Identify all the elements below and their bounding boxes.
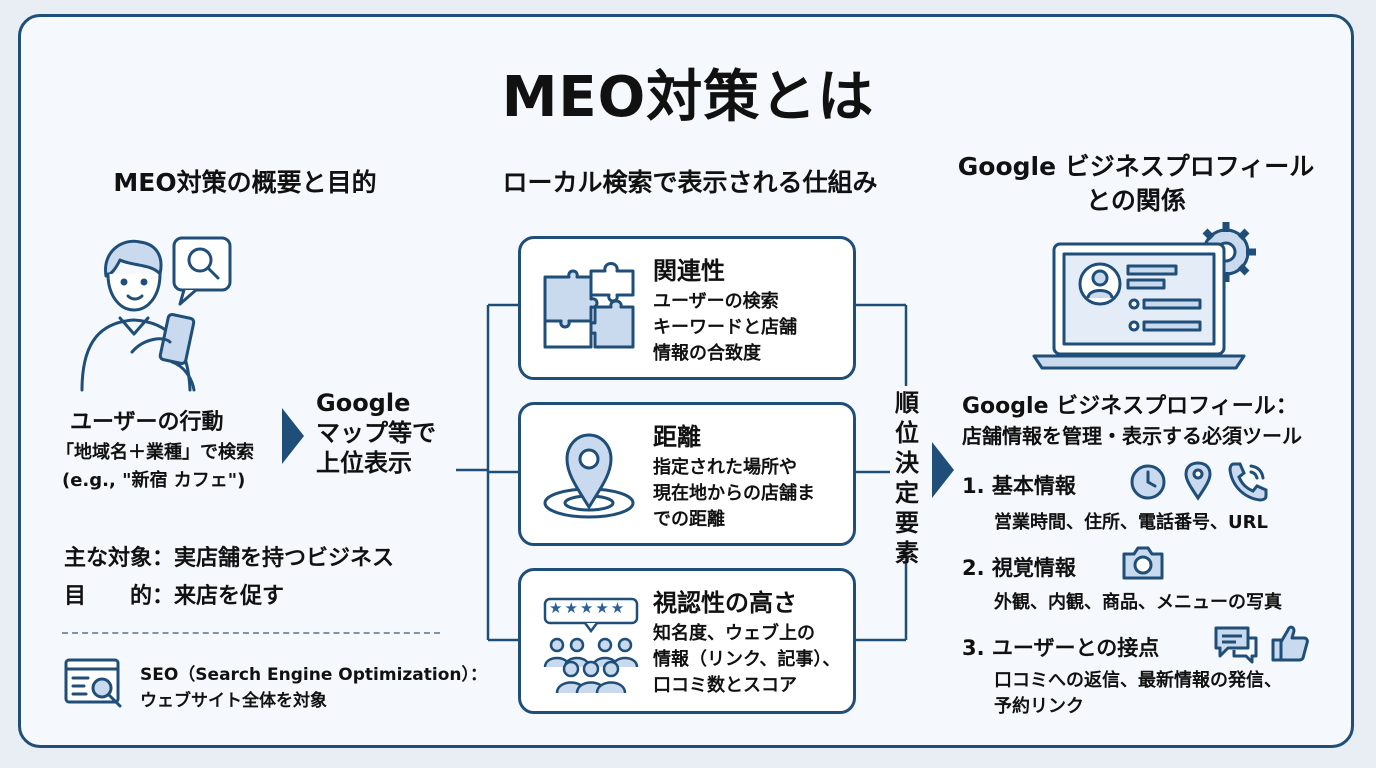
- card-desc-line: ユーザーの検索: [653, 291, 779, 312]
- laptop-profile-icon: [1032, 222, 1256, 370]
- card-desc-line: 現在地からの店舗ま: [653, 483, 815, 504]
- card-desc-line: 情報（リンク、記事）、: [653, 649, 841, 670]
- purpose-row: 目 的：来店を促す: [64, 578, 284, 610]
- left-heading: MEO対策の概要と目的: [113, 168, 377, 197]
- section-engagement-label: 3. ユーザーとの接点: [962, 636, 1160, 660]
- user-action-line2: (e.g., "新宿 カフェ"): [62, 470, 246, 491]
- card-title: 距離: [653, 423, 701, 451]
- card-title: 関連性: [653, 257, 725, 285]
- clock-icon: [1130, 464, 1166, 500]
- card-desc-line: での距離: [653, 509, 725, 530]
- factor-card-relevance: 関連性 ユーザーの検索 キーワードと店舗 情報の合致度: [518, 236, 856, 380]
- arrow-right-icon: [282, 408, 304, 464]
- result-line: マップ等で: [316, 419, 436, 447]
- middle-heading: ローカル検索で表示される仕組み: [502, 168, 878, 197]
- result-line: 上位表示: [316, 449, 412, 477]
- page-title: MEO対策とは: [501, 65, 875, 130]
- thumbs-up-icon: [1271, 625, 1309, 662]
- purpose-value: ：来店を促す: [152, 584, 285, 609]
- camera-icon: [1122, 546, 1164, 580]
- phone-icon: [1228, 462, 1268, 502]
- section-visual-desc: 外観、内観、商品、メニューの写真: [994, 592, 1282, 613]
- map-pin-icon: [543, 433, 635, 519]
- card-desc-line: 知名度、ウェブ上の: [653, 623, 815, 644]
- seo-line2: ウェブサイト全体を対象: [140, 691, 327, 711]
- section-engagement-desc-line: 口コミへの返信、最新情報の発信、: [994, 670, 1282, 691]
- card-desc: 指定された場所や 現在地からの店舗ま での距離: [653, 455, 853, 533]
- right-heading-line: Google ビジネスプロフィール: [957, 152, 1315, 181]
- right-heading-line: との関係: [1086, 186, 1186, 215]
- purpose-label: 目 的: [64, 584, 153, 609]
- user-action-line1: 「地域名＋業種」で検索: [56, 442, 254, 463]
- section-engagement-desc: 口コミへの返信、最新情報の発信、 予約リンク: [994, 668, 1282, 720]
- card-desc-line: 情報の合致度: [653, 343, 761, 364]
- location-pin-icon: [1184, 461, 1212, 501]
- section-basic-label: 1. 基本情報: [962, 474, 1076, 498]
- section-engagement-desc-line: 予約リンク: [994, 696, 1084, 717]
- website-search-icon: [64, 658, 122, 708]
- crowd-rating-icon: [543, 597, 639, 694]
- factor-card-prominence: ★★★★★ 視認性の高さ 知名度、ウェブ上の 情報（リンク、記事）、 口コミ数と…: [518, 568, 856, 714]
- card-title: 視認性の高さ: [653, 589, 797, 617]
- puzzle-icon: [543, 262, 635, 349]
- card-desc-line: 指定された場所や: [653, 457, 797, 478]
- gbp-line1: Google ビジネスプロフィール：: [962, 394, 1298, 419]
- card-desc: ユーザーの検索 キーワードと店舗 情報の合致度: [653, 289, 853, 367]
- factor-card-distance: 距離 指定された場所や 現在地からの店舗ま での距離: [518, 402, 856, 546]
- dashed-divider: [62, 632, 440, 634]
- section-basic-desc: 営業時間、住所、電話番号、URL: [994, 512, 1268, 533]
- star-rating: ★★★★★: [549, 599, 627, 617]
- right-heading: Google ビジネスプロフィール との関係: [936, 150, 1336, 218]
- user-action-title: ユーザーの行動: [70, 410, 224, 435]
- target-label: 主な対象: [64, 546, 153, 571]
- gbp-line2: 店舗情報を管理・表示する必須ツール: [962, 424, 1302, 448]
- arrow-right-icon: [932, 442, 954, 498]
- section-visual-label: 2. 視覚情報: [962, 556, 1076, 580]
- card-desc: 知名度、ウェブ上の 情報（リンク、記事）、 口コミ数とスコア: [653, 621, 859, 699]
- chat-icon: [1214, 626, 1258, 664]
- card-desc-line: 口コミ数とスコア: [653, 675, 797, 696]
- target-value: ：実店舗を持つビジネス: [152, 546, 395, 571]
- result-line: Google: [316, 389, 411, 417]
- ranking-factors-label: 順位決定要素: [895, 389, 919, 567]
- target-row: 主な対象：実店舗を持つビジネス: [64, 540, 394, 572]
- seo-line1: SEO（Search Engine Optimization）：: [140, 665, 488, 685]
- user-phone-icon: [80, 236, 232, 392]
- result-text: Google マップ等で 上位表示: [316, 388, 436, 478]
- card-desc-line: キーワードと店舗: [653, 317, 797, 338]
